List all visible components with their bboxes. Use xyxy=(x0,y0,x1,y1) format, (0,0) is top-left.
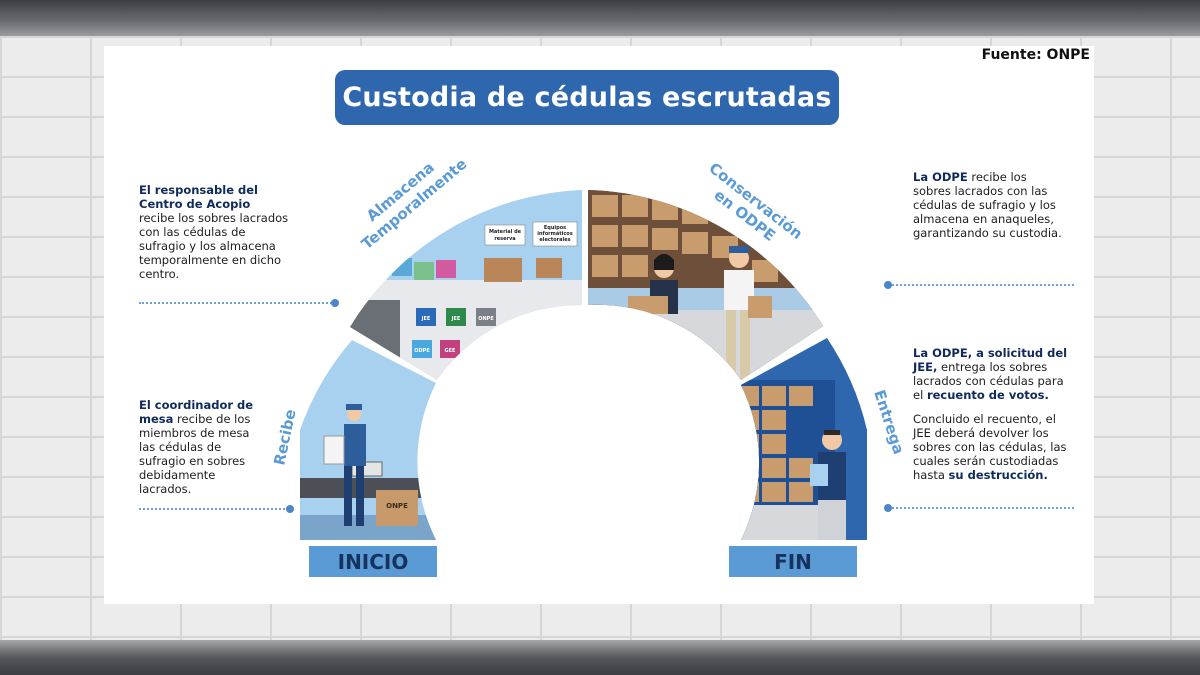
svg-text:ONPE: ONPE xyxy=(386,502,408,510)
connector-coordinador xyxy=(139,508,289,510)
source-credit: Fuente: ONPE xyxy=(981,47,1090,63)
svg-text:GEE: GEE xyxy=(445,348,457,354)
desc-coordinador: El coordinador de mesa recibe de los mie… xyxy=(139,398,254,496)
svg-text:electorales: electorales xyxy=(539,237,570,243)
infographic-card xyxy=(104,46,1094,604)
connector-acopio xyxy=(139,302,335,304)
desc-odpe: La ODPE recibe los sobres lacrados con l… xyxy=(913,170,1062,240)
svg-text:ODPE: ODPE xyxy=(414,348,430,354)
desc-acopio: El responsable del Centro de Acopio reci… xyxy=(139,183,289,281)
desc-entrega: La ODPE, a solicitud del JEE, entrega lo… xyxy=(913,346,1068,482)
svg-text:informáticos: informáticos xyxy=(537,230,572,237)
svg-text:Equipos: Equipos xyxy=(544,225,566,231)
infographic-title: Custodia de cédulas escrutadas xyxy=(335,70,839,125)
label-recibe: Recibe xyxy=(270,408,299,467)
ballot-box-illustration xyxy=(376,490,418,526)
bottom-bar xyxy=(0,640,1200,675)
label-entrega: Entrega xyxy=(870,388,908,457)
fin-label: FIN xyxy=(729,546,857,577)
coordinator-figure xyxy=(347,407,361,421)
connector-entrega xyxy=(892,507,1074,509)
svg-text:ONPE: ONPE xyxy=(478,316,494,322)
connector-dot-coordinador xyxy=(286,505,294,513)
top-bar xyxy=(0,0,1200,36)
segment-recibe: ONPE xyxy=(300,340,436,540)
inicio-label: INICIO xyxy=(309,546,437,577)
svg-text:JEE: JEE xyxy=(451,316,461,322)
svg-text:reserva: reserva xyxy=(494,236,515,242)
svg-text:Material de: Material de xyxy=(489,229,522,235)
connector-dot-entrega xyxy=(884,504,892,512)
svg-text:JEE: JEE xyxy=(421,316,431,322)
connector-dot-acopio xyxy=(331,299,339,307)
segment-entrega xyxy=(741,338,867,540)
connector-dot-odpe xyxy=(884,281,892,289)
connector-odpe xyxy=(892,284,1074,286)
